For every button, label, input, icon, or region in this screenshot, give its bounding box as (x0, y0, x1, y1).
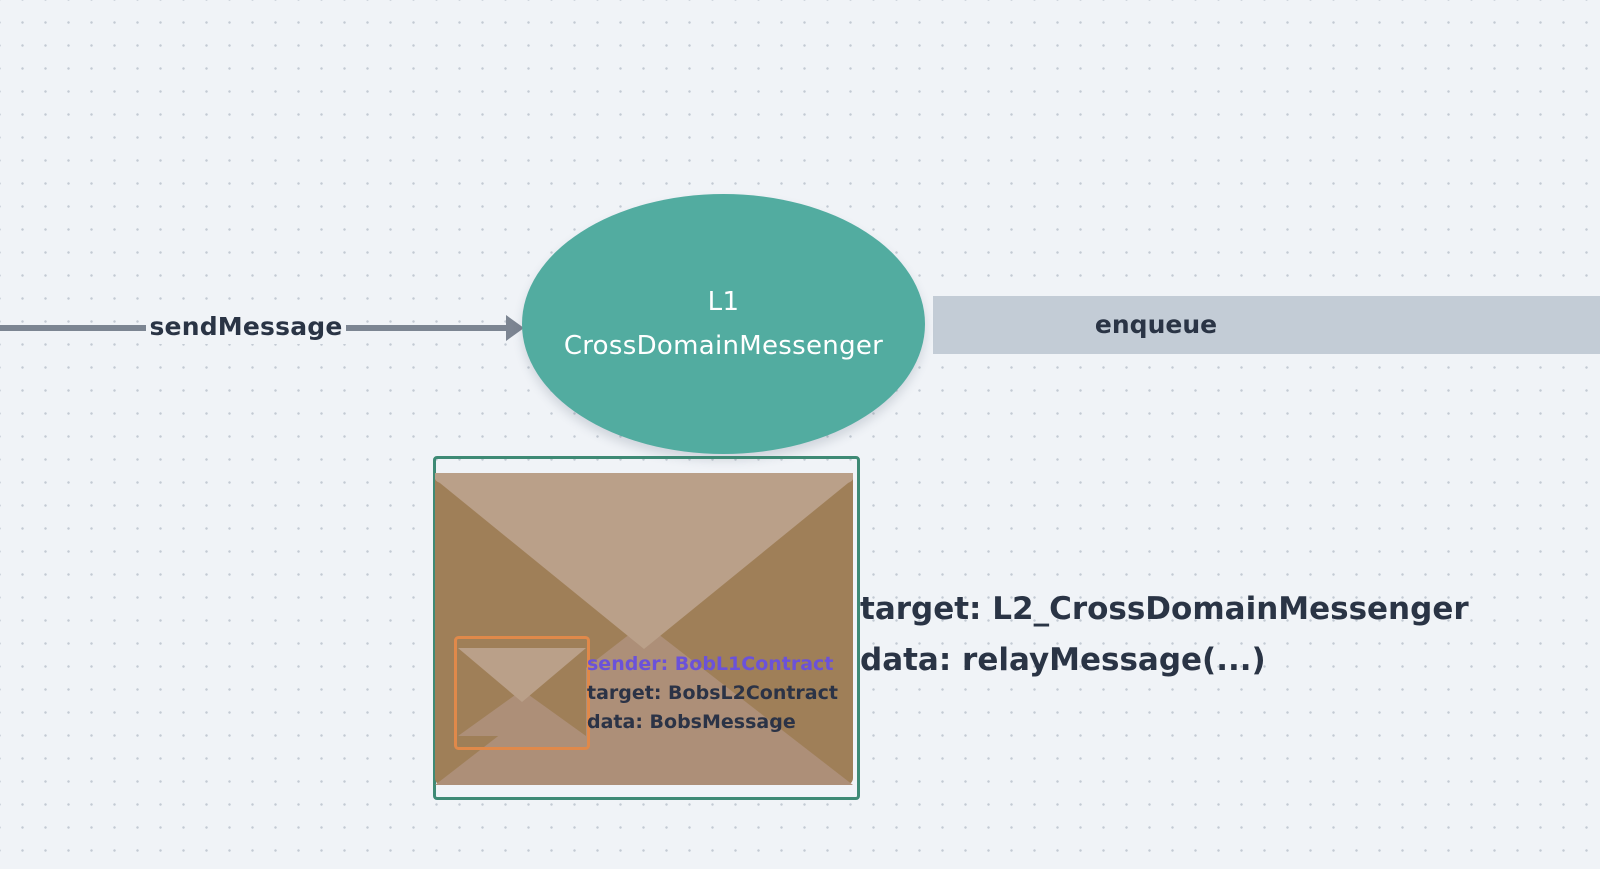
send-message-arrowhead (506, 315, 524, 341)
enqueue-node[interactable]: enqueue (933, 296, 1600, 354)
inner-envelope-icon[interactable] (454, 636, 590, 750)
l1-cross-domain-messenger-node[interactable]: L1 CrossDomainMessenger (522, 194, 925, 454)
inner-message-data: data: BobsMessage (587, 711, 796, 733)
inner-message-text: sender: BobL1Contract target: BobsL2Cont… (587, 650, 838, 737)
outer-message-text: target: L2_CrossDomainMessenger data: re… (860, 584, 1469, 686)
outer-message-frame[interactable] (433, 456, 860, 800)
outer-message-target: target: L2_CrossDomainMessenger (860, 591, 1469, 627)
outer-message-data: data: relayMessage(...) (860, 642, 1266, 678)
inner-message-target: target: BobsL2Contract (587, 682, 838, 704)
send-message-label: sendMessage (146, 310, 346, 344)
enqueue-label: enqueue (1094, 310, 1218, 339)
inner-message-sender: sender: BobL1Contract (587, 653, 834, 675)
l1-cross-domain-messenger-label: L1 CrossDomainMessenger (563, 287, 884, 361)
